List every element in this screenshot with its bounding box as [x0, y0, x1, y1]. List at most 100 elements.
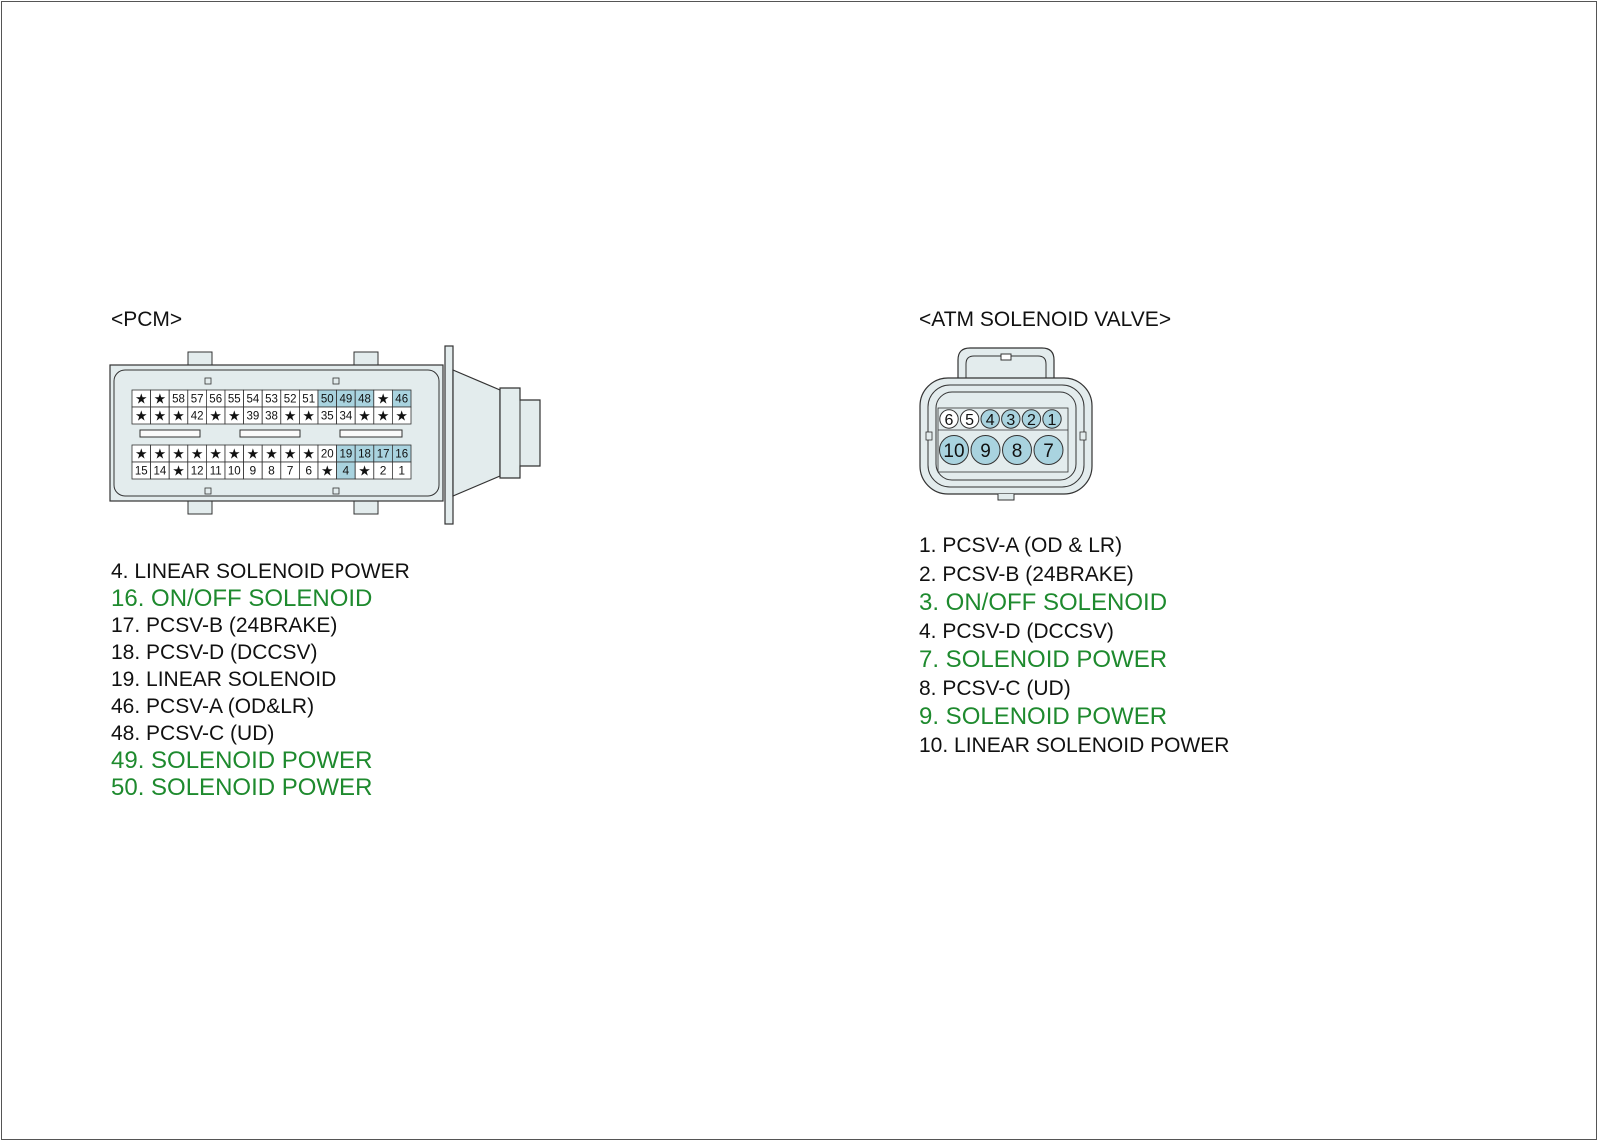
- pcm-pin-label: 16. ON/OFF SOLENOID: [111, 585, 373, 612]
- pcm-pin-number: 8: [268, 464, 275, 478]
- pcm-unused-pin-star: ★: [377, 408, 390, 424]
- atm-latch-window: [1000, 353, 1012, 361]
- pcm-unused-pin-star: ★: [154, 446, 167, 462]
- pcm-pin-number: 9: [250, 464, 257, 478]
- pcm-unused-pin-star: ★: [358, 408, 371, 424]
- pcm-unused-pin-star: ★: [302, 446, 315, 462]
- pcm-unused-pin-star: ★: [284, 408, 297, 424]
- pcm-unused-pin-star: ★: [191, 446, 204, 462]
- pcm-pin-number: 18: [358, 449, 371, 461]
- atm-pin-label: 9. SOLENOID POWER: [919, 703, 1168, 730]
- pcm-pin-number: 38: [265, 411, 278, 423]
- pcm-unused-pin-star: ★: [135, 391, 148, 407]
- atm-large-pin: [1033, 435, 1064, 465]
- atm-pin-number: 1: [1048, 412, 1057, 429]
- atm-pin-list: 1. PCSV-A (OD & LR) 2. PCSV-B (24BRAKE) 3.…: [919, 532, 1229, 760]
- atm-small-pin: [1021, 409, 1042, 429]
- atm-bottom-tab: [997, 494, 1015, 501]
- pcm-pin-number: 6: [305, 464, 312, 478]
- pcm-unused-pin-star: ★: [358, 463, 371, 479]
- atm-pin-label: 10. LINEAR SOLENOID POWER: [919, 733, 1230, 757]
- pcm-unused-pin-star: ★: [302, 408, 315, 424]
- pcm-pin-label: 46. PCSV-A (OD&LR): [111, 695, 315, 718]
- pcm-key-slot: [339, 429, 403, 438]
- pcm-pin-number: 58: [172, 394, 185, 406]
- atm-pin-label: 7. SOLENOID POWER: [919, 646, 1168, 673]
- pcm-pin-number: 53: [265, 394, 278, 406]
- atm-pin-number: 3: [1006, 412, 1015, 429]
- atm-large-pin: [970, 435, 1001, 465]
- atm-small-pin: [980, 409, 1000, 429]
- pcm-unused-pin-star: ★: [228, 408, 241, 424]
- pcm-pin-number: 7: [287, 464, 294, 478]
- pcm-pin-label: 17. PCSV-B (24BRAKE): [111, 614, 338, 637]
- pcm-unused-pin-star: ★: [172, 408, 185, 424]
- pcm-pin-number: 2: [380, 464, 387, 478]
- pcm-pin-label: 4. LINEAR SOLENOID POWER: [111, 560, 410, 583]
- pcm-pin-label: 48. PCSV-C (UD): [111, 722, 275, 745]
- pcm-pin-number: 51: [302, 394, 315, 406]
- pcm-pin-label: 50. SOLENOID POWER: [111, 774, 373, 801]
- pcm-pin-number: 10: [228, 466, 241, 478]
- atm-pin-label: 3. ON/OFF SOLENOID: [919, 589, 1168, 616]
- pcm-notch: [332, 487, 340, 495]
- pcm-pin-number: 20: [321, 449, 334, 461]
- pcm-pin-number: 15: [135, 466, 148, 478]
- atm-small-pin: [1042, 409, 1062, 429]
- atm-side-key: [925, 431, 933, 441]
- pcm-pin-number: 57: [191, 394, 204, 406]
- pcm-pin-label: 49. SOLENOID POWER: [111, 747, 373, 774]
- pcm-pin-number: 42: [191, 411, 204, 423]
- atm-small-pin: [1001, 409, 1021, 429]
- pcm-pin-label: 19. LINEAR SOLENOID: [111, 668, 337, 691]
- pcm-rear-housing: [452, 369, 501, 497]
- pcm-unused-pin-star: ★: [209, 408, 222, 424]
- pcm-unused-pin-star: ★: [228, 446, 241, 462]
- pcm-unused-pin-star: ★: [172, 463, 185, 479]
- atm-pin-number: 2: [1027, 412, 1036, 429]
- pcm-key-slot: [139, 429, 201, 438]
- pcm-pin-cell: [391, 406, 412, 425]
- pcm-unused-pin-star: ★: [135, 446, 148, 462]
- pcm-unused-pin-star: ★: [395, 408, 408, 424]
- atm-side-key: [1079, 431, 1087, 441]
- atm-pin-label: 4. PCSV-D (DCCSV): [919, 619, 1114, 643]
- pcm-unused-pin-star: ★: [265, 446, 278, 462]
- pcm-pin-label: 18. PCSV-D (DCCSV): [111, 641, 318, 664]
- pcm-notch: [204, 487, 212, 495]
- pcm-pin-number: 52: [284, 394, 297, 406]
- atm-pin-label: 1. PCSV-A (OD & LR): [919, 534, 1123, 557]
- pcm-unused-pin-star: ★: [377, 391, 390, 407]
- pcm-pin-number: 54: [247, 394, 260, 406]
- pcm-pin-cell: [391, 461, 412, 480]
- atm-pin-number: 6: [945, 412, 954, 429]
- atm-pin-label: 8. PCSV-C (UD): [919, 676, 1071, 700]
- pcm-pin-number: 48: [358, 394, 371, 406]
- pcm-unused-pin-star: ★: [321, 463, 334, 479]
- atm-pin-label: 2. PCSV-B (24BRAKE): [919, 562, 1134, 586]
- pcm-unused-pin-star: ★: [284, 446, 297, 462]
- atm-large-pin: [1002, 435, 1032, 465]
- pcm-pin-number: 14: [154, 466, 167, 478]
- atm-small-pin: [939, 409, 959, 429]
- pcm-pin-number: 56: [209, 394, 222, 406]
- pcm-heading: <PCM>: [111, 308, 183, 331]
- atm-pin-number: 10: [943, 441, 964, 462]
- pcm-pin-number: 46: [395, 394, 408, 406]
- pcm-pin-number: 39: [247, 411, 260, 423]
- pcm-pin-number: 50: [321, 394, 334, 406]
- pcm-connector-body: [109, 345, 541, 525]
- atm-pin-number: 4: [986, 412, 995, 429]
- pcm-pin-number: 11: [210, 466, 222, 478]
- atm-large-pin: [939, 435, 969, 465]
- pcm-notch: [332, 377, 340, 385]
- pcm-notch: [204, 377, 212, 385]
- pcm-pin-number: 49: [340, 394, 353, 406]
- pcm-unused-pin-star: ★: [154, 391, 167, 407]
- pcm-unused-pin-star: ★: [135, 408, 148, 424]
